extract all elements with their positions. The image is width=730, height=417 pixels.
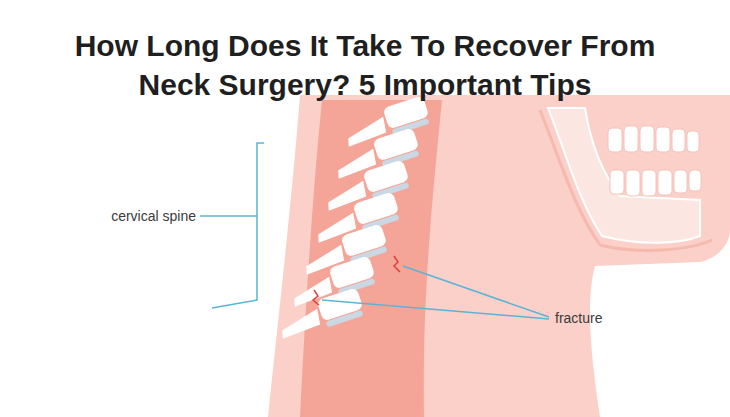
spine-tissue bbox=[300, 100, 442, 417]
fracture-mark bbox=[313, 290, 319, 305]
mandible bbox=[548, 108, 700, 243]
teeth bbox=[608, 126, 701, 196]
page-title: How Long Does It Take To Recover From Ne… bbox=[55, 26, 675, 104]
fracture-mark bbox=[394, 256, 400, 272]
part-label: cervical spine bbox=[111, 207, 196, 225]
part-label: fracture bbox=[555, 309, 602, 327]
bracket bbox=[212, 143, 264, 308]
leader-line bbox=[200, 215, 257, 217]
leader-line bbox=[322, 300, 549, 319]
vertebrae bbox=[275, 95, 432, 341]
neck-silhouette bbox=[268, 95, 730, 417]
